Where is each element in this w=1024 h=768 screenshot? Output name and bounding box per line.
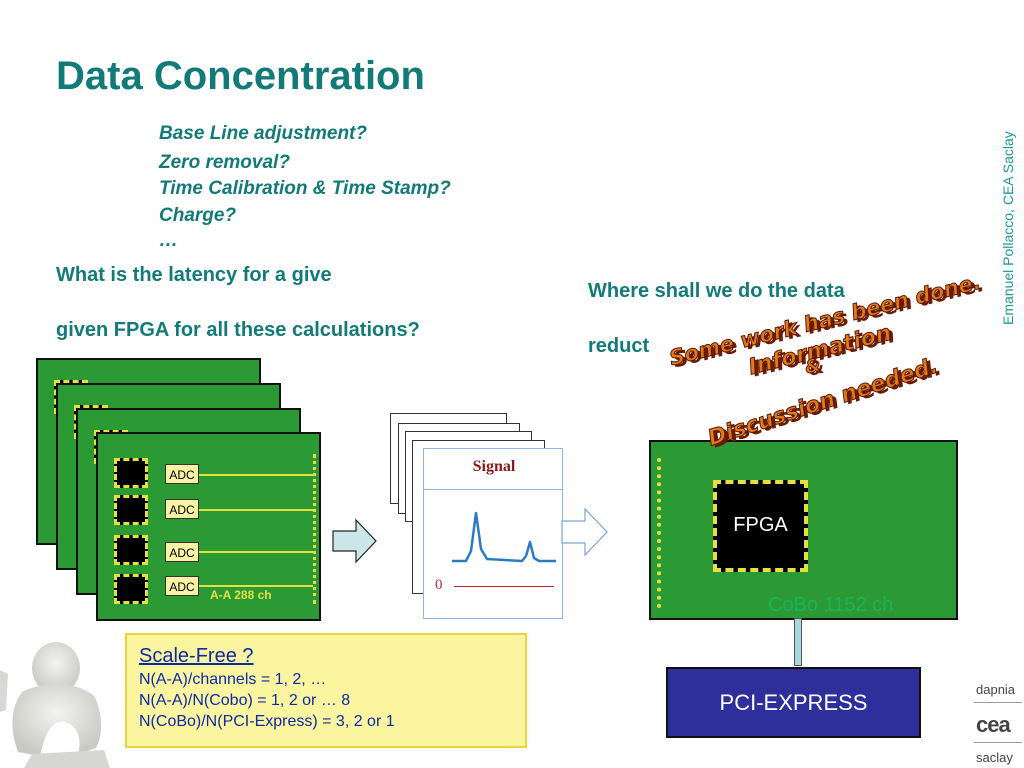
aa-board-front: ADC ADC ADC ADC A-A 288 ch <box>96 432 321 621</box>
signal-trace <box>452 511 556 563</box>
question-item: Base Line adjustment? <box>159 123 367 144</box>
signal-title: Signal <box>472 458 516 475</box>
wordart-line: Discussion needed. <box>705 353 942 452</box>
cobo-board: FPGA <box>649 440 958 620</box>
question-item: Zero removal? <box>159 151 290 173</box>
latency-question-line1: What is the latency for a give <box>56 264 332 286</box>
question-item: Charge? <box>159 204 237 226</box>
scale-free-line: N(A-A)/N(Cobo) = 1, 2 or … 8 <box>139 692 351 709</box>
adc-box: ADC <box>165 464 199 484</box>
trace-line <box>199 474 313 476</box>
chip-icon <box>114 458 148 488</box>
fpga-label: FPGA <box>733 514 788 536</box>
adc-box: ADC <box>165 499 199 519</box>
scale-free-box: Scale-Free ? N(A-A)/channels = 1, 2, … N… <box>125 633 527 748</box>
logo-top: dapnia <box>976 682 1016 697</box>
trace-line <box>199 585 313 587</box>
fpga-chip: FPGA <box>713 480 808 572</box>
chip-icon <box>114 535 148 565</box>
author-credit: Emanuel Pollacco, CEA Saclay <box>1000 131 1016 325</box>
question-item: Time Calibration & Time Stamp? <box>159 178 451 199</box>
connector-strip <box>313 454 316 604</box>
divider <box>424 489 562 490</box>
logo-mark: cea <box>976 712 1011 737</box>
scale-free-line: N(A-A)/channels = 1, 2, … <box>139 671 327 688</box>
arrow-right-icon <box>332 518 377 564</box>
aa-board-label: A-A 288 ch <box>210 588 272 602</box>
trace-line <box>199 551 313 553</box>
scale-free-heading: Scale-Free ? <box>139 645 254 667</box>
page-title: Data Concentration <box>56 54 425 98</box>
where-question-line1: Where shall we do the data <box>588 280 845 302</box>
connector-strip <box>657 458 661 608</box>
logo-bottom: saclay <box>976 750 1013 765</box>
zero-label: 0 <box>435 577 443 593</box>
pci-express-box: PCI-EXPRESS <box>666 667 921 738</box>
cobo-label: CoBo 1152 ch <box>768 594 894 616</box>
question-list: Base Line adjustment? Zero removal? Time… <box>159 120 451 256</box>
adc-box: ADC <box>165 542 199 562</box>
wordart-callout: Some work has been done. Information & D… <box>665 269 983 452</box>
latency-question-line2: given FPGA for all these calculations? <box>56 319 420 341</box>
thinker-statue-image <box>0 642 110 768</box>
where-question-line2: reduct <box>588 335 650 357</box>
chip-icon <box>114 495 148 525</box>
question-item: … <box>159 230 178 251</box>
divider <box>974 742 1022 743</box>
scale-free-line: N(CoBo)/N(PCI-Express) = 3, 2 or 1 <box>139 713 395 730</box>
signal-card: Signal 0 <box>423 448 563 619</box>
chip-icon <box>114 574 148 604</box>
arrow-right-icon <box>561 507 608 557</box>
baseline <box>454 586 554 587</box>
divider <box>974 702 1022 703</box>
connector-bar <box>794 618 802 666</box>
adc-box: ADC <box>165 576 199 596</box>
trace-line <box>199 509 313 511</box>
